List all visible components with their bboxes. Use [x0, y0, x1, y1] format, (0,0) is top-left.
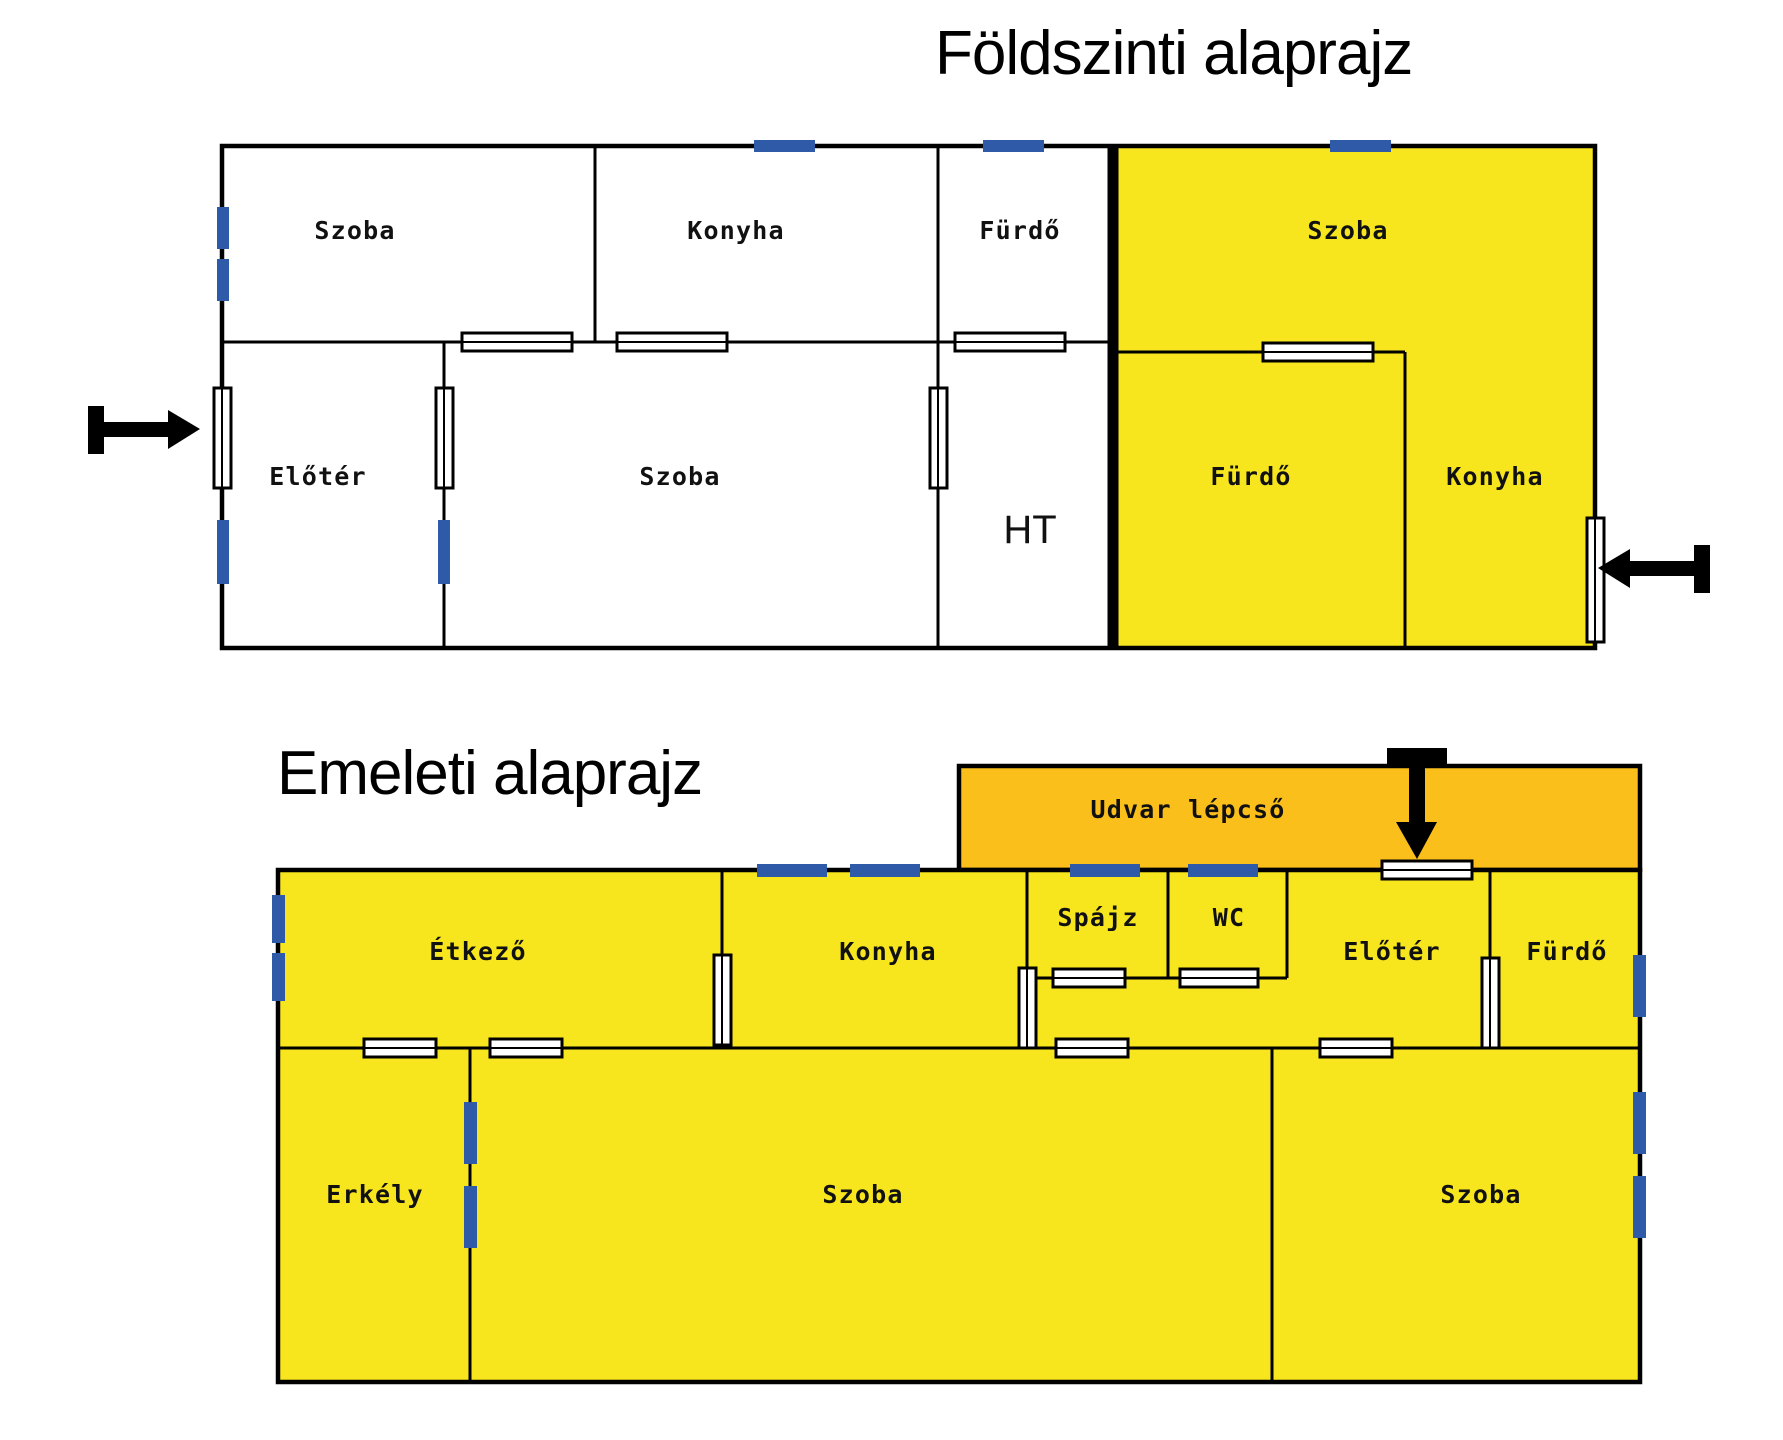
gf-room-label-szoba-1: Szoba — [314, 216, 395, 245]
door-opening-horizontal — [460, 331, 574, 353]
door-opening-horizontal — [1178, 967, 1260, 989]
uf-room-label-szoba-2: Szoba — [1440, 1180, 1521, 1209]
uf-room-label-eloter: Előtér — [1343, 937, 1441, 966]
upper-floor-plan: Udvar lépcső Étkező Konyha Spájz WC Előt… — [272, 748, 1646, 1385]
window-blue — [1330, 140, 1391, 152]
window-blue — [757, 864, 827, 877]
window-blue — [438, 520, 450, 584]
upper-floor-title: Emeleti alaprajz — [277, 739, 703, 808]
door-opening-vertical — [1585, 516, 1606, 644]
ground-floor-title: Földszinti alaprajz — [935, 19, 1413, 88]
gf-entrance-arrow-left — [88, 406, 200, 454]
window-blue — [754, 140, 815, 152]
gf-room-label-furdo-1: Fürdő — [979, 216, 1060, 245]
gf-room-label-konyha-2: Konyha — [1446, 462, 1544, 491]
window-blue — [983, 140, 1044, 152]
window-blue — [464, 1186, 477, 1248]
uf-room-label-konyha: Konyha — [839, 937, 937, 966]
gf-room-label-konyha-1: Konyha — [687, 216, 785, 245]
uf-room-label-etkezo: Étkező — [429, 937, 527, 966]
gf-room-label-furdo-2: Fürdő — [1210, 462, 1291, 491]
window-blue — [1633, 1176, 1646, 1238]
door-opening-vertical — [1017, 966, 1038, 1050]
uf-entrance-arrow-top — [1387, 748, 1447, 859]
door-opening-vertical — [434, 386, 455, 490]
uf-udvar-lepcso-fill — [956, 763, 1643, 873]
door-opening-horizontal — [1261, 341, 1375, 363]
door-opening-horizontal — [953, 331, 1067, 353]
window-blue — [217, 207, 229, 249]
door-opening-horizontal — [488, 1037, 564, 1059]
window-blue — [272, 895, 285, 943]
gf-yellow-unit-fill — [1113, 146, 1595, 648]
window-blue — [464, 1102, 477, 1164]
uf-room-label-furdo: Fürdő — [1526, 937, 1607, 966]
door-opening-horizontal — [362, 1037, 438, 1059]
gf-entrance-arrow-right — [1598, 545, 1710, 593]
gf-room-label-eloter: Előtér — [269, 462, 367, 491]
window-blue — [1633, 1092, 1646, 1154]
uf-room-label-erkely: Erkély — [326, 1180, 424, 1209]
window-blue — [272, 953, 285, 1001]
door-opening-horizontal — [615, 331, 729, 353]
door-opening-horizontal — [1054, 1037, 1130, 1059]
window-blue — [217, 520, 229, 584]
door-opening-horizontal — [1051, 967, 1127, 989]
door-opening-horizontal — [1318, 1037, 1394, 1059]
gf-room-label-szoba-2: Szoba — [1307, 216, 1388, 245]
door-opening-vertical — [1480, 956, 1501, 1050]
uf-room-label-spajz: Spájz — [1057, 903, 1138, 932]
door-opening-horizontal — [1380, 859, 1474, 881]
window-blue — [1633, 955, 1646, 1017]
ground-floor-plan: Szoba Konyha Fürdő Szoba Előtér Szoba Fü… — [88, 140, 1710, 651]
uf-room-label-udvar-lepcso: Udvar lépcső — [1090, 795, 1285, 824]
gf-room-label-szoba-3: Szoba — [639, 462, 720, 491]
window-blue — [1070, 864, 1140, 877]
gf-annotation-ht: HT — [1003, 508, 1056, 552]
window-blue — [850, 864, 920, 877]
door-opening-vertical — [928, 386, 949, 490]
door-opening-vertical — [712, 953, 733, 1047]
uf-room-label-szoba-1: Szoba — [822, 1180, 903, 1209]
door-opening-vertical — [212, 386, 233, 490]
window-blue — [217, 259, 229, 301]
uf-body-fill — [278, 870, 1640, 1382]
window-blue — [1188, 864, 1258, 877]
uf-room-label-wc: WC — [1213, 903, 1246, 932]
